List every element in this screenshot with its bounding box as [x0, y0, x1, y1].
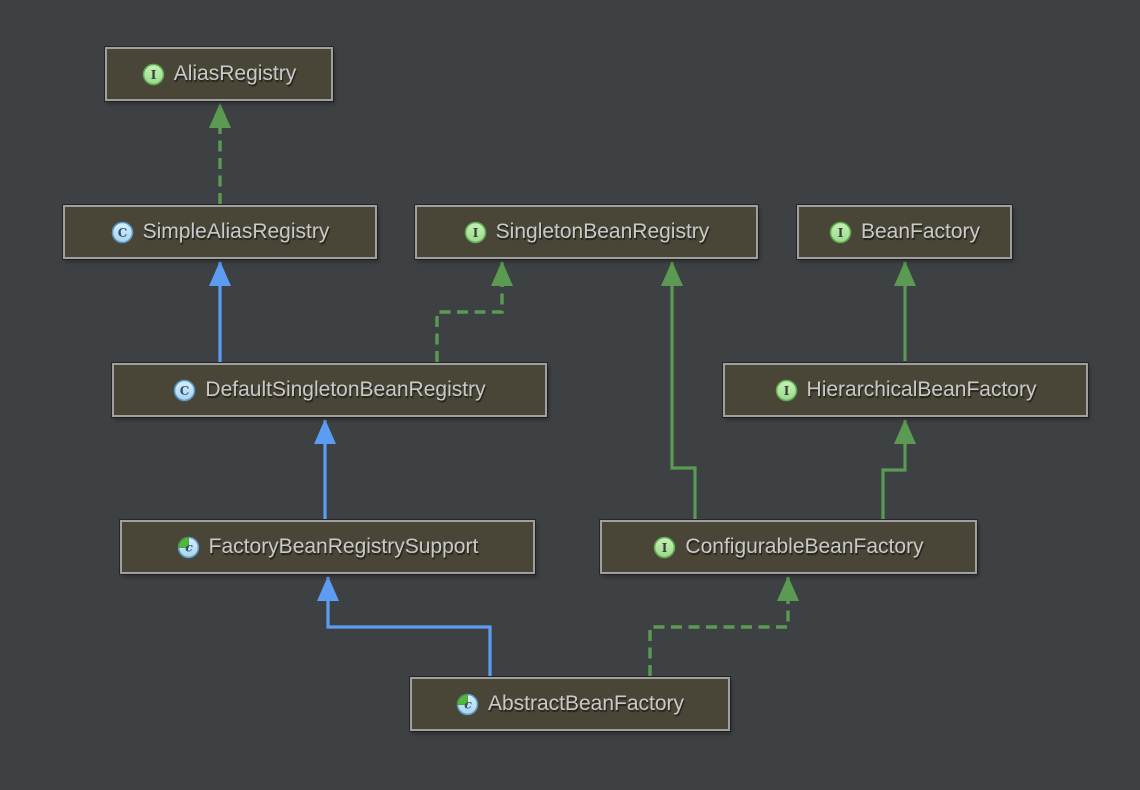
edge-implements-abstractbeanfactory-to-configurablebeanfactory [648, 576, 799, 676]
svg-text:I: I [472, 225, 478, 239]
interface-icon-wrap: I [775, 379, 798, 402]
svg-text:C: C [180, 383, 190, 397]
node-factorybeanregistrysupport[interactable]: c FactoryBeanRegistrySupport [120, 520, 535, 574]
interface-icon-wrap: I [829, 221, 852, 244]
interface-icon: I [829, 221, 852, 243]
node-configurablebeanfactory[interactable]: I ConfigurableBeanFactory [600, 520, 977, 574]
edge-extends-abstractbeanfactory-to-factorybeanregistrysupport [317, 576, 492, 676]
interface-icon: I [654, 536, 676, 558]
interface-icon: I [142, 63, 164, 85]
edge-extends-configurablebeanfactory-to-hierarchicalbeanfactory [881, 419, 916, 519]
interface-icon: I [775, 379, 797, 401]
interface-icon: I [464, 221, 486, 243]
svg-text:I: I [662, 540, 668, 554]
node-label: DefaultSingletonBeanRegistry [205, 378, 486, 401]
node-label: SingletonBeanRegistry [495, 220, 710, 243]
svg-text:c: c [464, 696, 472, 711]
abstract-class-icon-wrap: c [177, 536, 200, 559]
abstract-class-icon: c [456, 693, 479, 715]
node-defaultsingletonbeanregistry[interactable]: C DefaultSingletonBeanRegistry [112, 363, 547, 417]
abstract-class-icon-wrap: c [456, 693, 479, 716]
node-label: AliasRegistry [173, 62, 297, 85]
node-beanfactory[interactable]: I BeanFactory [797, 205, 1012, 259]
svg-text:c: c [185, 539, 193, 554]
node-label: SimpleAliasRegistry [142, 220, 330, 243]
node-label: ConfigurableBeanFactory [685, 535, 924, 558]
node-aliasregistry[interactable]: I AliasRegistry [105, 47, 333, 101]
abstract-class-icon: c [177, 536, 199, 558]
interface-icon-wrap: I [464, 221, 487, 244]
class-icon-wrap: C [173, 379, 196, 402]
class-icon: C [174, 379, 196, 401]
interface-icon-wrap: I [142, 63, 165, 86]
node-label: HierarchicalBeanFactory [806, 378, 1037, 401]
node-hierarchicalbeanfactory[interactable]: I HierarchicalBeanFactory [723, 363, 1088, 417]
interface-icon-wrap: I [653, 536, 676, 559]
svg-text:I: I [150, 67, 156, 81]
svg-text:C: C [117, 225, 127, 239]
node-simplealiasregistry[interactable]: C SimpleAliasRegistry [63, 205, 377, 259]
node-label: AbstractBeanFactory [487, 692, 685, 715]
svg-text:I: I [783, 383, 789, 397]
class-icon: C [111, 221, 133, 243]
node-label: FactoryBeanRegistrySupport [208, 535, 479, 558]
node-abstractbeanfactory[interactable]: c AbstractBeanFactory [410, 677, 730, 731]
node-label: BeanFactory [860, 220, 981, 243]
svg-text:I: I [838, 225, 844, 239]
node-singletonbeanregistry[interactable]: I SingletonBeanRegistry [415, 205, 758, 259]
edge-extends-configurablebeanfactory-to-singletonbeanregistry [661, 261, 697, 519]
class-icon-wrap: C [111, 221, 134, 244]
edge-implements-defaultsingletonbeanregistry-to-singletonbeanregistry [435, 261, 513, 362]
